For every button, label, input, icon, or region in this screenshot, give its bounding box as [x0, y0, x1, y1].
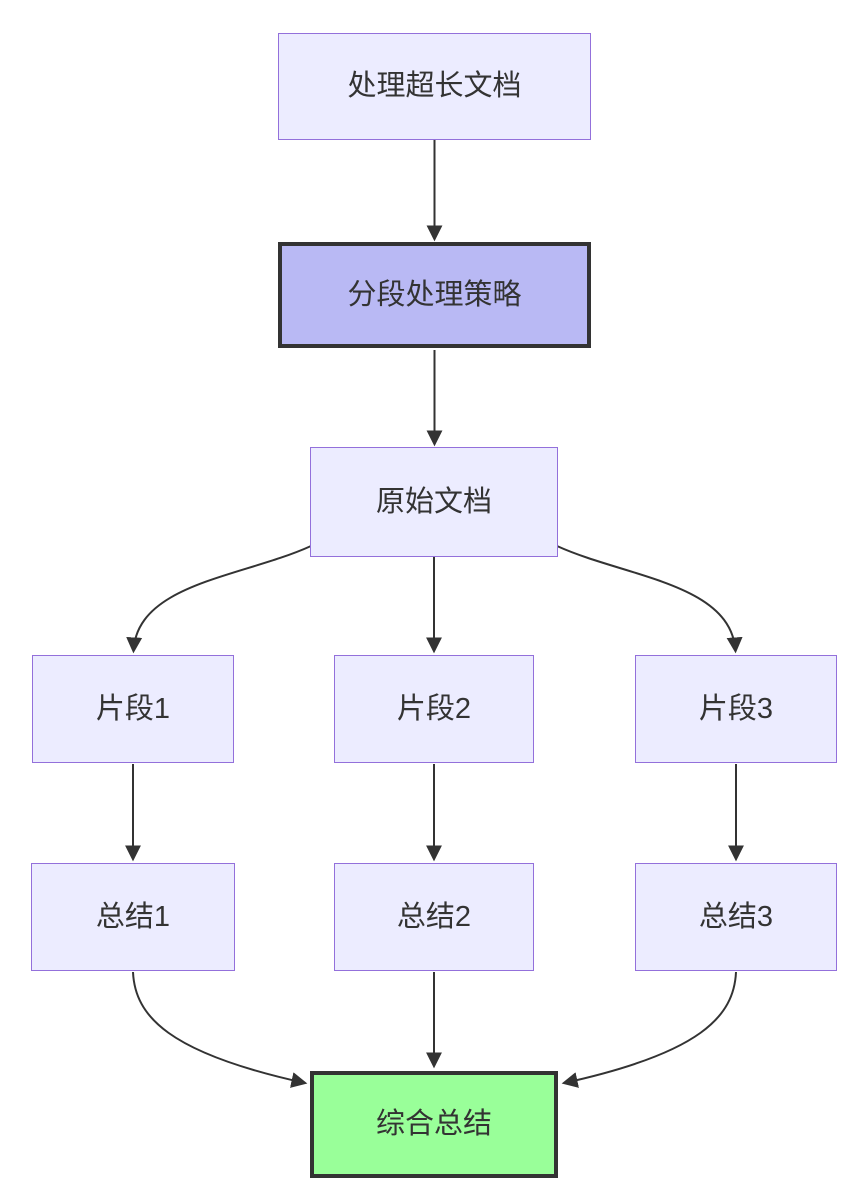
node-segment-1: 片段1 [32, 655, 234, 763]
node-summary-3: 总结3 [635, 863, 837, 971]
node-segment-2: 片段2 [334, 655, 534, 763]
edge-original-to-seg1 [126, 545, 312, 654]
edge-sum3-to-final [561, 971, 737, 1088]
node-original-document: 原始文档 [310, 447, 558, 557]
node-label: 片段2 [396, 692, 472, 725]
edge-sum1-to-final [132, 971, 308, 1088]
node-label: 分段处理策略 [347, 278, 522, 311]
node-label: 总结2 [396, 900, 472, 933]
node-summary-2: 总结2 [334, 863, 534, 971]
node-label: 处理超长文档 [347, 70, 522, 103]
node-label: 原始文档 [375, 485, 492, 518]
node-process-long-document: 处理超长文档 [278, 33, 591, 140]
node-summary-1: 总结1 [31, 863, 235, 971]
node-label: 总结3 [698, 900, 774, 933]
node-label: 综合总结 [375, 1108, 492, 1141]
node-label: 片段3 [698, 692, 774, 725]
node-label: 总结1 [95, 900, 171, 933]
edge-original-to-seg3 [556, 545, 743, 654]
node-combined-summary: 综合总结 [310, 1071, 558, 1178]
node-label: 片段1 [95, 692, 171, 725]
node-segmentation-strategy: 分段处理策略 [278, 242, 591, 348]
node-segment-3: 片段3 [635, 655, 837, 763]
